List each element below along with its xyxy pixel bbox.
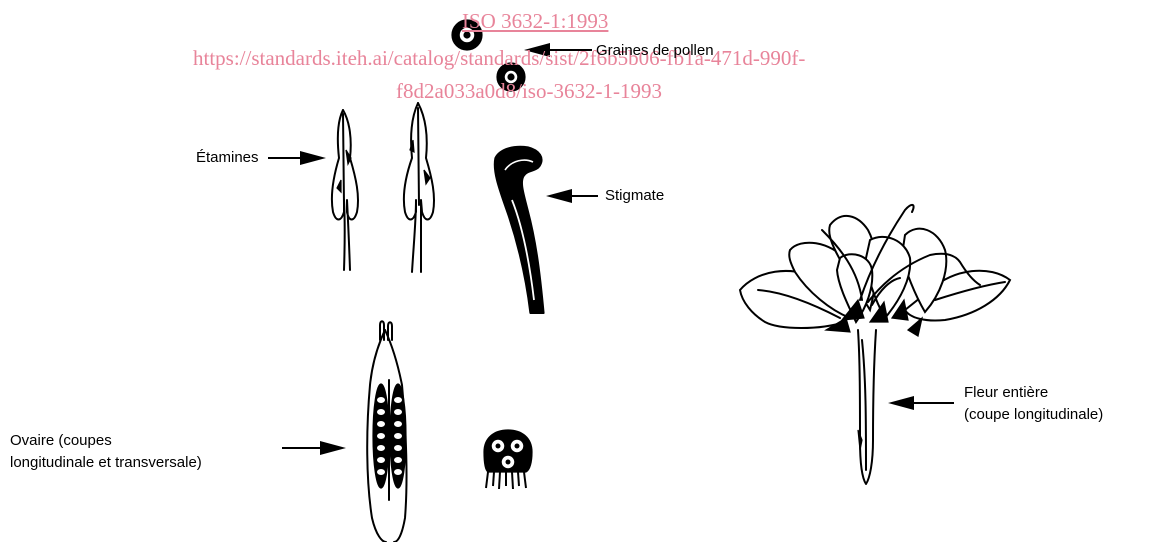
label-ovary-line1: Ovaire (coupes [10, 431, 112, 450]
ovary-arrow [282, 441, 346, 455]
label-ovary-line2: longitudinale et transversale) [10, 453, 202, 472]
label-stamens: Étamines [196, 148, 259, 167]
stamen-1 [332, 110, 358, 270]
label-stigma: Stigmate [605, 186, 664, 205]
ovary-transverse-section [484, 430, 532, 489]
stamens-arrow [268, 151, 326, 165]
label-pollen: Graines de pollen [596, 41, 714, 60]
stigma-arrow [546, 189, 598, 203]
watermark-standard-title[interactable]: ISO 3632-1:1993 [462, 10, 608, 32]
flower-arrow [888, 396, 954, 410]
label-flower-line1: Fleur entière [964, 383, 1048, 402]
stamen-2 [404, 103, 434, 272]
stigma [494, 146, 544, 313]
whole-flower [740, 205, 1010, 484]
ovary-longitudinal-section [367, 321, 406, 542]
label-flower-line2: (coupe longitudinale) [964, 405, 1103, 424]
watermark-url-line-2[interactable]: f8d2a033a0d8/iso-3632-1-1993 [396, 80, 662, 102]
